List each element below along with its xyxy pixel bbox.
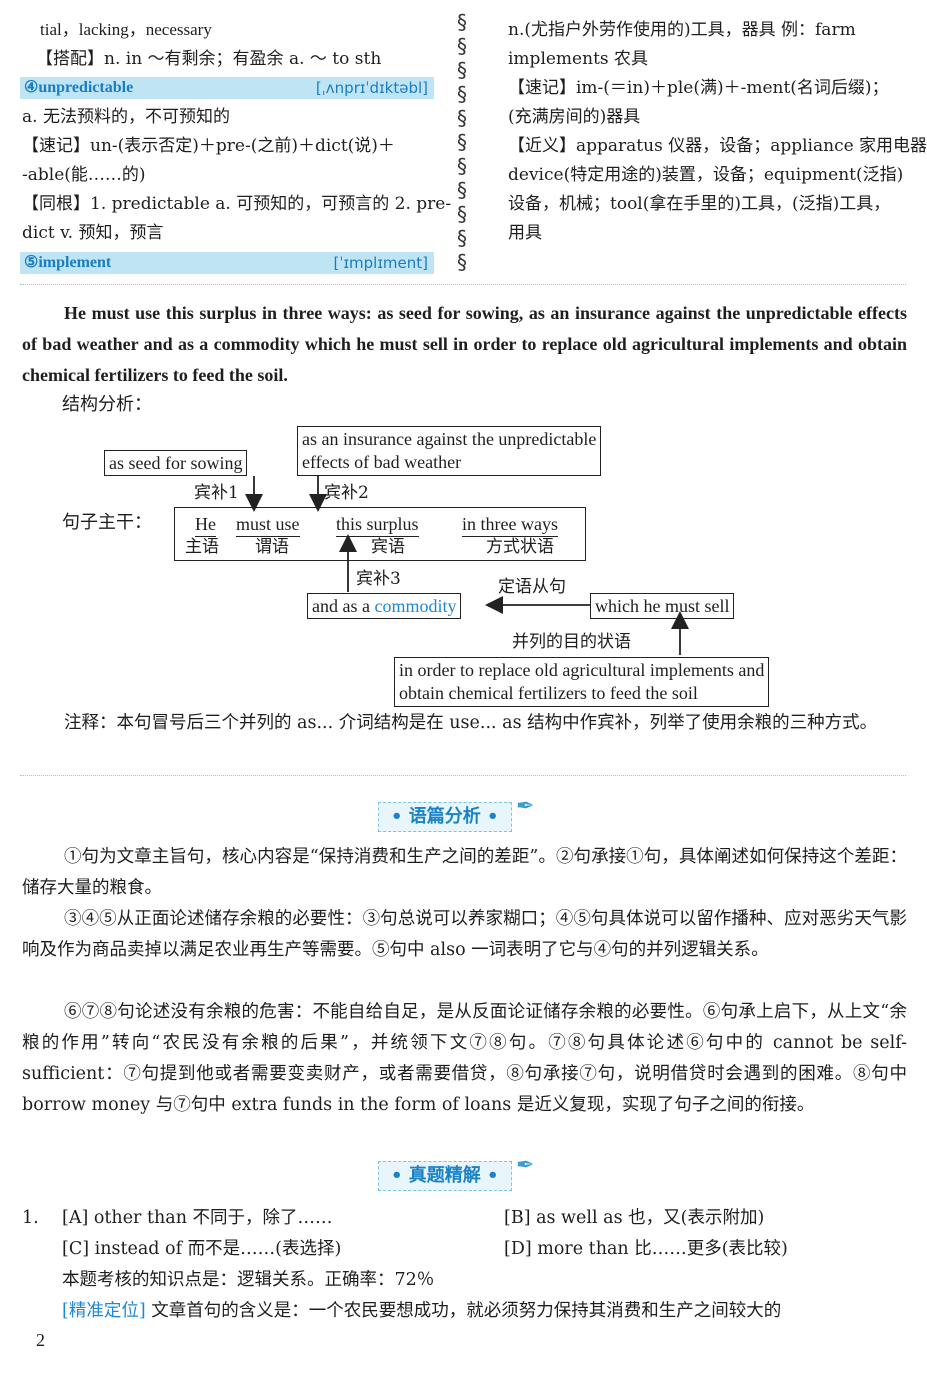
vocab-word: ⑤implement xyxy=(24,254,112,271)
synonym-line-cont: 设备，机械；tool(拿在手里的)工具，(泛指)工具， xyxy=(508,194,891,214)
analysis-paragraph-3: ⑥⑦⑧句论述没有余粮的危害：不能自给自足，是从反面论证储存余粮的必要性。⑥句承上… xyxy=(22,1002,907,1115)
box-line: as an insurance against the unpredictabl… xyxy=(302,429,597,449)
box-line: effects of bad weather xyxy=(302,452,462,472)
role-object: 宾语 xyxy=(371,537,405,557)
collocation-line: 【搭配】n. in ～有剩余；有盈余 a. ～ to sth xyxy=(36,49,382,69)
vocab-header-unpredictable: ④unpredictable [ˌʌnprɪˈdɪktəbl] xyxy=(20,77,434,99)
box-commodity-word: commodity xyxy=(374,596,457,616)
text-line: tial，lacking，necessary xyxy=(40,20,212,39)
box-commodity: and as a commodity xyxy=(307,593,462,619)
role-predicate: 谓语 xyxy=(255,537,289,557)
memory-line-cont: (充满房间的)器具 xyxy=(508,107,641,127)
trunk-word-this-surplus: this surplus xyxy=(336,513,419,537)
box-insurance: as an insurance against the unpredictabl… xyxy=(297,426,602,476)
structure-label: 结构分析： xyxy=(62,394,152,415)
locate-text: 文章首句的含义是：一个农民要想成功，就必须努力保持其消费和生产之间较大的 xyxy=(145,1301,782,1321)
dotted-divider xyxy=(20,775,906,776)
trunk-word-in-three-ways: in three ways xyxy=(462,513,558,537)
vocab-phonetic: [ˌʌnprɪˈdɪktəbl] xyxy=(315,79,428,97)
box-seed-for-sowing: as seed for sowing xyxy=(104,450,248,476)
box-which-he-must-sell: which he must sell xyxy=(590,593,735,619)
label-complement-1: 宾补1 xyxy=(194,483,239,503)
section-title-discourse-analysis: • 语篇分析 • xyxy=(378,802,512,832)
analysis-paragraph-2: ③④⑤从正面论述储存余粮的必要性：③句总说可以养家糊口；④⑤句具体说可以留作播种… xyxy=(22,909,907,960)
cognate-line-cont: dict v. 预知，预言 xyxy=(22,223,164,243)
memory-line: 【速记】un-(表示否定)＋pre-(之前)＋dict(说)＋ xyxy=(22,136,395,156)
box-line: in order to replace old agricultural imp… xyxy=(399,660,765,680)
trunk-word-must-use: must use xyxy=(236,513,300,537)
diagram-arrows xyxy=(245,476,689,655)
role-adverbial: 方式状语 xyxy=(486,537,554,557)
synonym-line: 【近义】apparatus 仪器，设备；appliance 家用电器； xyxy=(508,136,927,156)
column-divider-ornament: §§§§§§§§§§§ xyxy=(457,10,467,274)
note-paragraph: 注释：本句冒号后三个并列的 as... 介词结构是在 use... as 结构中… xyxy=(64,713,878,733)
section-title-exam-solutions: • 真题精解 • xyxy=(378,1161,512,1191)
box-line: obtain chemical fertilizers to feed the … xyxy=(399,683,698,703)
vocab-phonetic: [ˈɪmplɪment] xyxy=(333,254,428,272)
option-a: [A] other than 不同于，除了…… xyxy=(62,1208,333,1228)
example-line: implements 农具 xyxy=(508,49,649,69)
option-d: [D] more than 比……更多(表比较) xyxy=(504,1239,788,1259)
label-sentence-trunk: 句子主干： xyxy=(62,512,152,533)
label-complement-2: 宾补2 xyxy=(324,483,369,503)
trunk-word-he: He xyxy=(195,513,216,537)
memory-line: 【速记】im-(＝in)＋ple(满)＋-ment(名词后缀)； xyxy=(508,78,889,98)
definition-line: n.(尤指户外劳作使用的)工具，器具 例：farm xyxy=(508,20,856,40)
synonym-line-cont: device(特定用途的)装置，设备；equipment(泛指) xyxy=(508,165,904,185)
vocab-word: ④unpredictable xyxy=(24,79,134,96)
label-complement-3: 宾补3 xyxy=(356,569,401,589)
synonym-line-cont: 用具 xyxy=(508,223,542,243)
box-in-order-to: in order to replace old agricultural imp… xyxy=(394,657,770,707)
locate-tag: [精准定位] xyxy=(62,1301,146,1321)
page-number: 2 xyxy=(36,1330,45,1350)
feather-pen-icon: ✒ xyxy=(516,1153,535,1178)
memory-line-cont: -able(能……的) xyxy=(22,165,146,185)
feather-pen-icon: ✒ xyxy=(516,794,535,819)
analysis-paragraph-1: ①句为文章主旨句，核心内容是“保持消费和生产之间的差距”。②句承接①句，具体阐述… xyxy=(22,847,907,898)
label-purpose-adverbial: 并列的目的状语 xyxy=(512,632,631,652)
definition-line: a. 无法预料的，不可预知的 xyxy=(22,107,230,127)
role-subject: 主语 xyxy=(185,537,219,557)
dotted-divider xyxy=(20,284,906,285)
box-commodity-prefix: and as a xyxy=(312,596,375,616)
precise-locate: [精准定位] 文章首句的含义是：一个农民要想成功，就必须努力保持其消费和生产之间… xyxy=(62,1299,781,1323)
question-number: 1. xyxy=(22,1208,39,1228)
box-sentence-trunk: He must use this surplus in three ways 主… xyxy=(174,507,586,561)
knowledge-point: 本题考核的知识点是：逻辑关系。正确率：72％ xyxy=(62,1270,435,1290)
option-b: [B] as well as 也，又(表示附加) xyxy=(504,1208,765,1228)
vocab-header-implement: ⑤implement [ˈɪmplɪment] xyxy=(20,252,434,274)
analyzed-sentence: He must use this surplus in three ways: … xyxy=(22,303,907,385)
label-attributive-clause: 定语从句 xyxy=(498,577,566,597)
option-c: [C] instead of 而不是……(表选择) xyxy=(62,1239,342,1259)
cognate-line: 【同根】1. predictable a. 可预知的，可预言的 2. pre- xyxy=(22,194,452,214)
